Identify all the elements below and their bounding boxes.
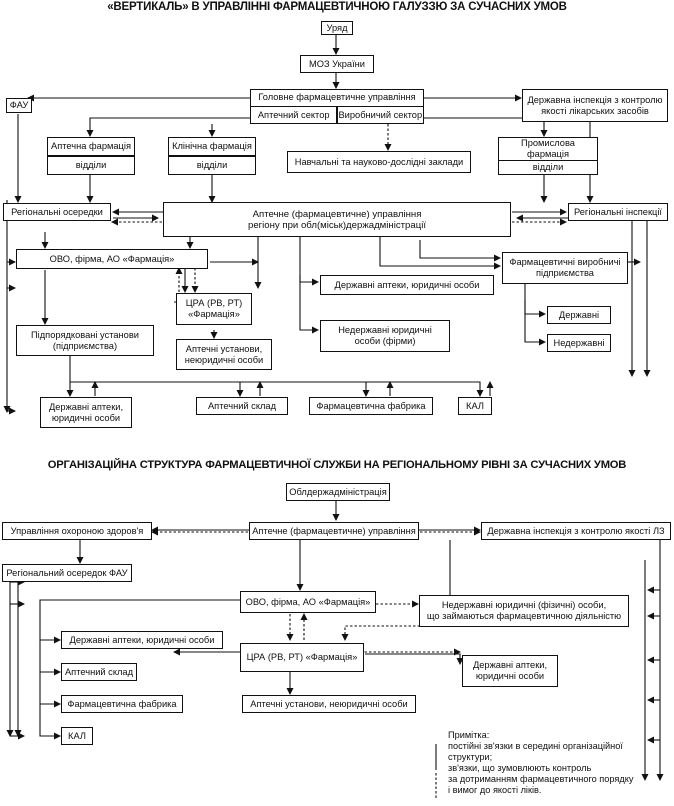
aptechnyi-sektor: Аптечний сектор xyxy=(257,109,330,120)
inspekcia-line1: Державна інспекція з контролю xyxy=(527,94,663,105)
legend: Примітка: постійні зв'язки в середині ор… xyxy=(448,730,633,796)
legend-dashed-line3: і вимог до якості ліків. xyxy=(448,785,542,795)
box-vyrobnychi-pidpryiemstva: Фармацевтичні виробничі підприємства xyxy=(502,252,628,284)
box-aptechni-ustanovy-1: Аптечні установи, неюридичні особи xyxy=(176,339,272,370)
legend-dashed-line1: зв'язки, що зумовлюють контроль xyxy=(448,763,592,773)
box-aptechni-ustanovy-2: Аптечні установи, неюридичні особи xyxy=(242,695,416,713)
box-oblderzh: Облдержадміністрація xyxy=(286,483,390,501)
aptechni-ustanovy-line2: неюридичні особи xyxy=(184,354,264,365)
box-aptechnyi-sklad-1: Аптечний склад xyxy=(196,397,288,415)
nederzhavni2-line2: що займаються фармацевтичною діяльністю xyxy=(426,611,622,621)
box-klinichna-farmacia: Клінічна фармація відділи xyxy=(168,137,256,175)
box-golovne: Головне фармацевтичне управління Аптечни… xyxy=(250,89,424,124)
golovne-label: Головне фармацевтичне управління xyxy=(258,92,416,103)
diagram1-title: «ВЕРТИКАЛЬ» В УПРАВЛІННІ ФАРМАЦЕВТИЧНОЮ … xyxy=(107,1,567,13)
pidporiadkovani-line1: Підпорядковані установи xyxy=(31,329,139,340)
aptechna-viddily: відділи xyxy=(75,159,107,170)
vyrobnychyi-sektor: Виробничий сектор xyxy=(338,109,423,120)
derzhavni-apteky2-line2: юридичні особи xyxy=(475,671,545,681)
box-nederzhavni-2: Недержавні юридичні (фізичні) особи, що … xyxy=(419,595,629,627)
box-derzhavni-apteky-2: Державні аптеки, юридичні особи xyxy=(462,655,558,687)
derzhavni-apteky-line2: юридичні особи xyxy=(51,412,121,423)
promyslova-label: Промислова фармація xyxy=(521,138,575,159)
cra-line2: «Фармація» xyxy=(188,309,240,319)
box-regionalni-inspekcii: Регіональні інспекції xyxy=(568,203,668,221)
box-farmacevtychna-fabryka-2: Фармацевтична фабрика xyxy=(61,695,183,713)
nederzhavni-yur-line1: Недержавні юридичні xyxy=(338,325,432,335)
klinichna-label: Клінічна фармація xyxy=(172,141,252,152)
box-promyslova-farmacia: Промислова фармація відділи xyxy=(498,137,598,175)
diagram2-title: ОРГАНІЗАЦІЙНА СТРУКТУРА ФАРМАЦЕВТИЧНОЇ С… xyxy=(47,459,627,471)
box-ovo-1: ОВО, фірма, АО «Фармація» xyxy=(16,249,208,269)
legend-title: Примітка: xyxy=(448,730,490,740)
pidporiadkovani-line2: (підприємства) xyxy=(52,340,118,351)
aptechni-ustanovy-line1: Аптечні установи, xyxy=(185,343,263,354)
klinichna-viddily: відділи xyxy=(196,159,228,170)
nederzhavni-yur-line2: особи (фірми) xyxy=(354,336,416,346)
box-moz: МОЗ України xyxy=(300,55,374,73)
inspekcia-line2: якості лікарських засобів xyxy=(541,105,649,116)
promyslova-viddily: відділи xyxy=(532,162,564,173)
derzhavni-apteky2-line1: Державні аптеки, xyxy=(472,660,548,670)
golovne-sectors: Аптечний сектор Виробничий сектор xyxy=(251,107,423,123)
box-derzhavni-apteky-1: Державні аптеки, юридичні особи xyxy=(40,397,132,428)
box-nederzhavni: Недержавні xyxy=(547,334,611,352)
derzhavni-apteky-line1: Державні аптеки, xyxy=(48,401,124,412)
box-regionalnyi-oseredok: Регіональний осередок ФАУ xyxy=(2,564,132,582)
nederzhavni2-line1: Недержавні юридичні (фізичні) особи, xyxy=(441,600,607,610)
box-cra-2: ЦРА (РВ, РТ) «Фармація» xyxy=(240,643,364,672)
vyrobnychi-line1: Фармацевтичні виробничі xyxy=(509,257,621,267)
box-derzhavni-apteky-yur-1: Державні аптеки, юридичні особи xyxy=(320,275,494,295)
box-ovo-2: ОВО, фірма, АО «Фармація» xyxy=(240,591,376,613)
box-aptechna-farmacia: Аптечна фармація відділи xyxy=(47,137,135,175)
box-navchalni: Навчальні та науково-дослідні заклади xyxy=(287,151,471,173)
box-kal-2: КАЛ xyxy=(61,727,93,745)
box-fau: ФАУ xyxy=(6,98,32,113)
box-regionalni-oseredky: Регіональні осередки xyxy=(3,203,111,221)
aptechne-upr-line2: регіону при обл(міськ)держадміністрації xyxy=(248,219,426,231)
legend-dashed-line2: за дотриманням фармацевтичного порядку xyxy=(448,774,634,784)
box-upravlinnia-okhorony: Управління охороною здоров'я xyxy=(2,522,152,540)
cra-line1: ЦРА (РВ, РТ) xyxy=(185,298,243,308)
box-inspekcia-lz: Державна інспекція з контролю якості ЛЗ xyxy=(481,522,671,540)
box-pidporiadkovani: Підпорядковані установи (підприємства) xyxy=(16,325,154,356)
box-aptechne-upr-2: Аптечне (фармацевтичне) управління xyxy=(249,522,419,540)
box-uryad: Уряд xyxy=(321,21,353,35)
legend-solid-line2: структури; xyxy=(448,752,493,762)
box-kal-1: КАЛ xyxy=(458,397,492,415)
box-inspekcia: Державна інспекція з контролю якості лік… xyxy=(522,89,668,122)
box-nederzhavni-yur: Недержавні юридичні особи (фірми) xyxy=(320,320,450,352)
box-derzhavni-apteky-yur-2: Державні аптеки, юридичні особи xyxy=(61,631,223,649)
box-cra-1: ЦРА (РВ, РТ) «Фармація» xyxy=(176,293,252,325)
aptechne-upr-line1: Аптечне (фармацевтичне) управління xyxy=(252,208,422,220)
box-farmacevtychna-fabryka-1: Фармацевтична фабрика xyxy=(309,397,433,415)
legend-solid-line1: постійні зв'язки в середині організаційн… xyxy=(448,741,623,751)
box-aptechne-upravlinnia: Аптечне (фармацевтичне) управління регіо… xyxy=(163,202,511,237)
aptechna-label: Аптечна фармація xyxy=(51,141,131,152)
box-aptechnyi-sklad-2: Аптечний склад xyxy=(61,663,137,681)
box-derzhavni: Державні xyxy=(547,306,611,324)
vyrobnychi-line2: підприємства xyxy=(536,268,594,278)
